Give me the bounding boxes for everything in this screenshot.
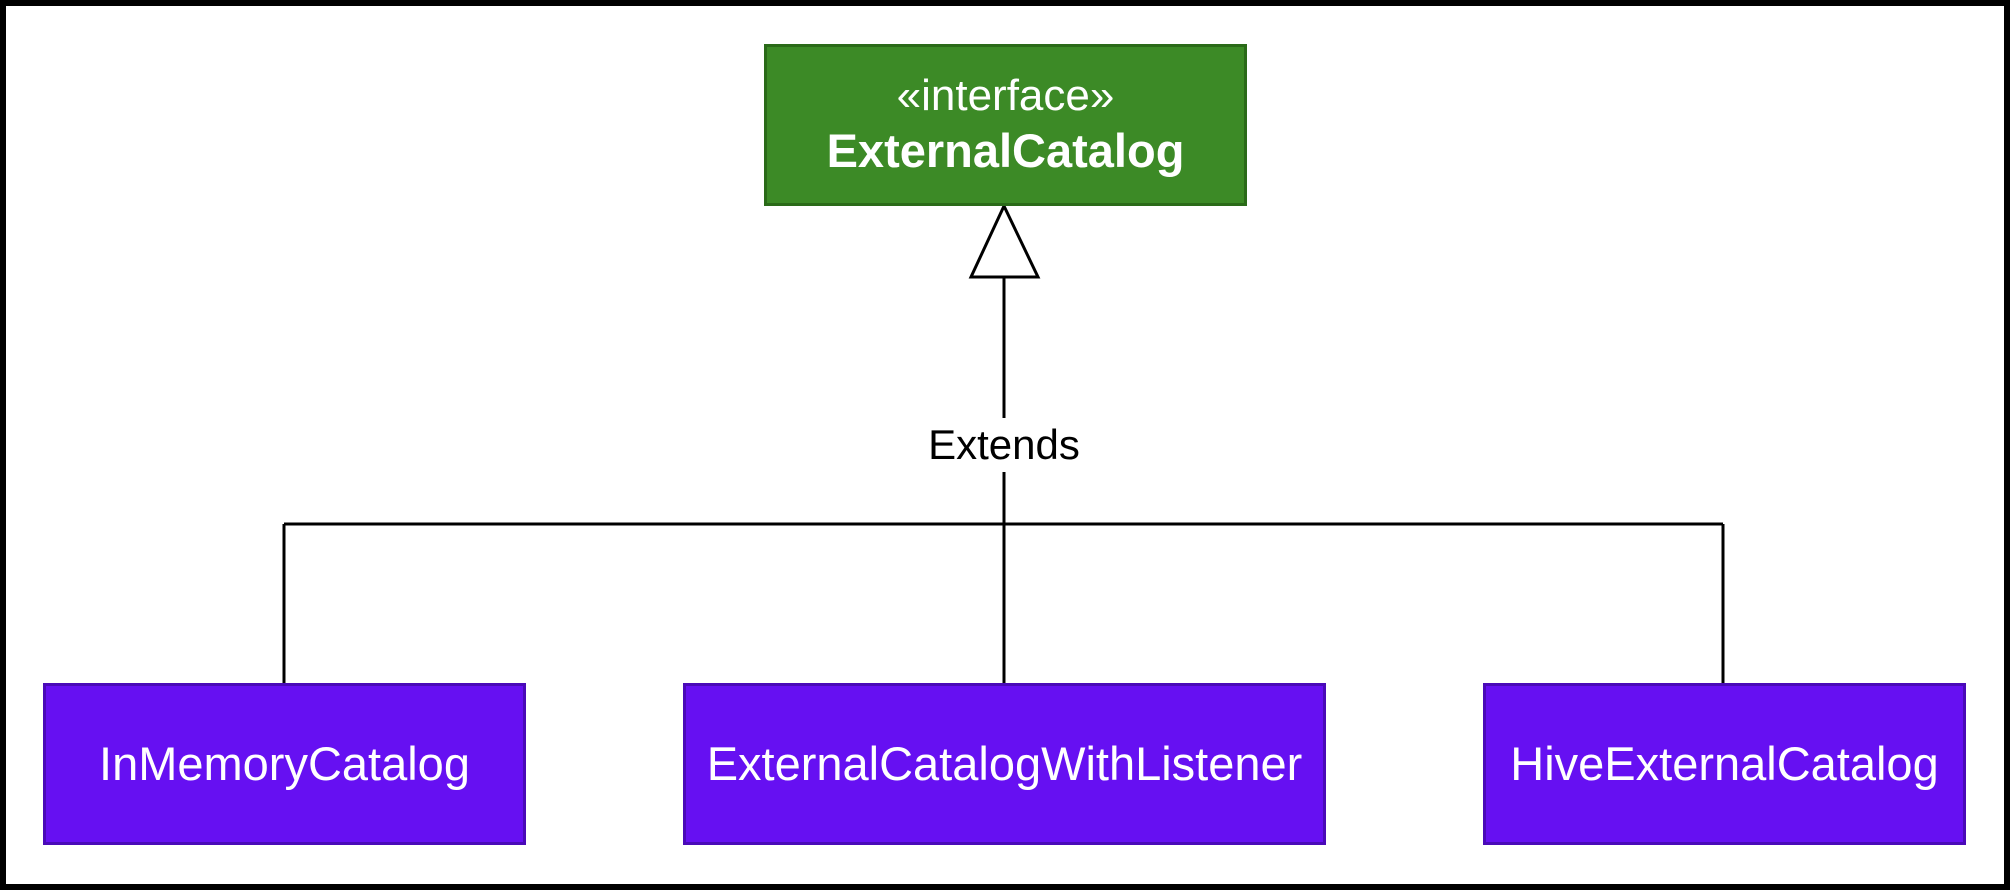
interface-external-catalog[interactable]: «interface» ExternalCatalog [764,44,1247,206]
generalization-arrowhead [968,202,1041,279]
class-hive-external-catalog[interactable]: HiveExternalCatalog [1483,683,1966,845]
class-external-catalog-with-listener[interactable]: ExternalCatalogWithListener [683,683,1326,845]
interface-name: ExternalCatalog [826,124,1185,178]
extends-label: Extends [904,418,1104,472]
interface-stereotype: «interface» [896,71,1115,121]
class-name: InMemoryCatalog [99,736,470,790]
class-name: ExternalCatalogWithListener [706,736,1303,790]
class-name: HiveExternalCatalog [1510,736,1939,790]
class-in-memory-catalog[interactable]: InMemoryCatalog [43,683,526,845]
